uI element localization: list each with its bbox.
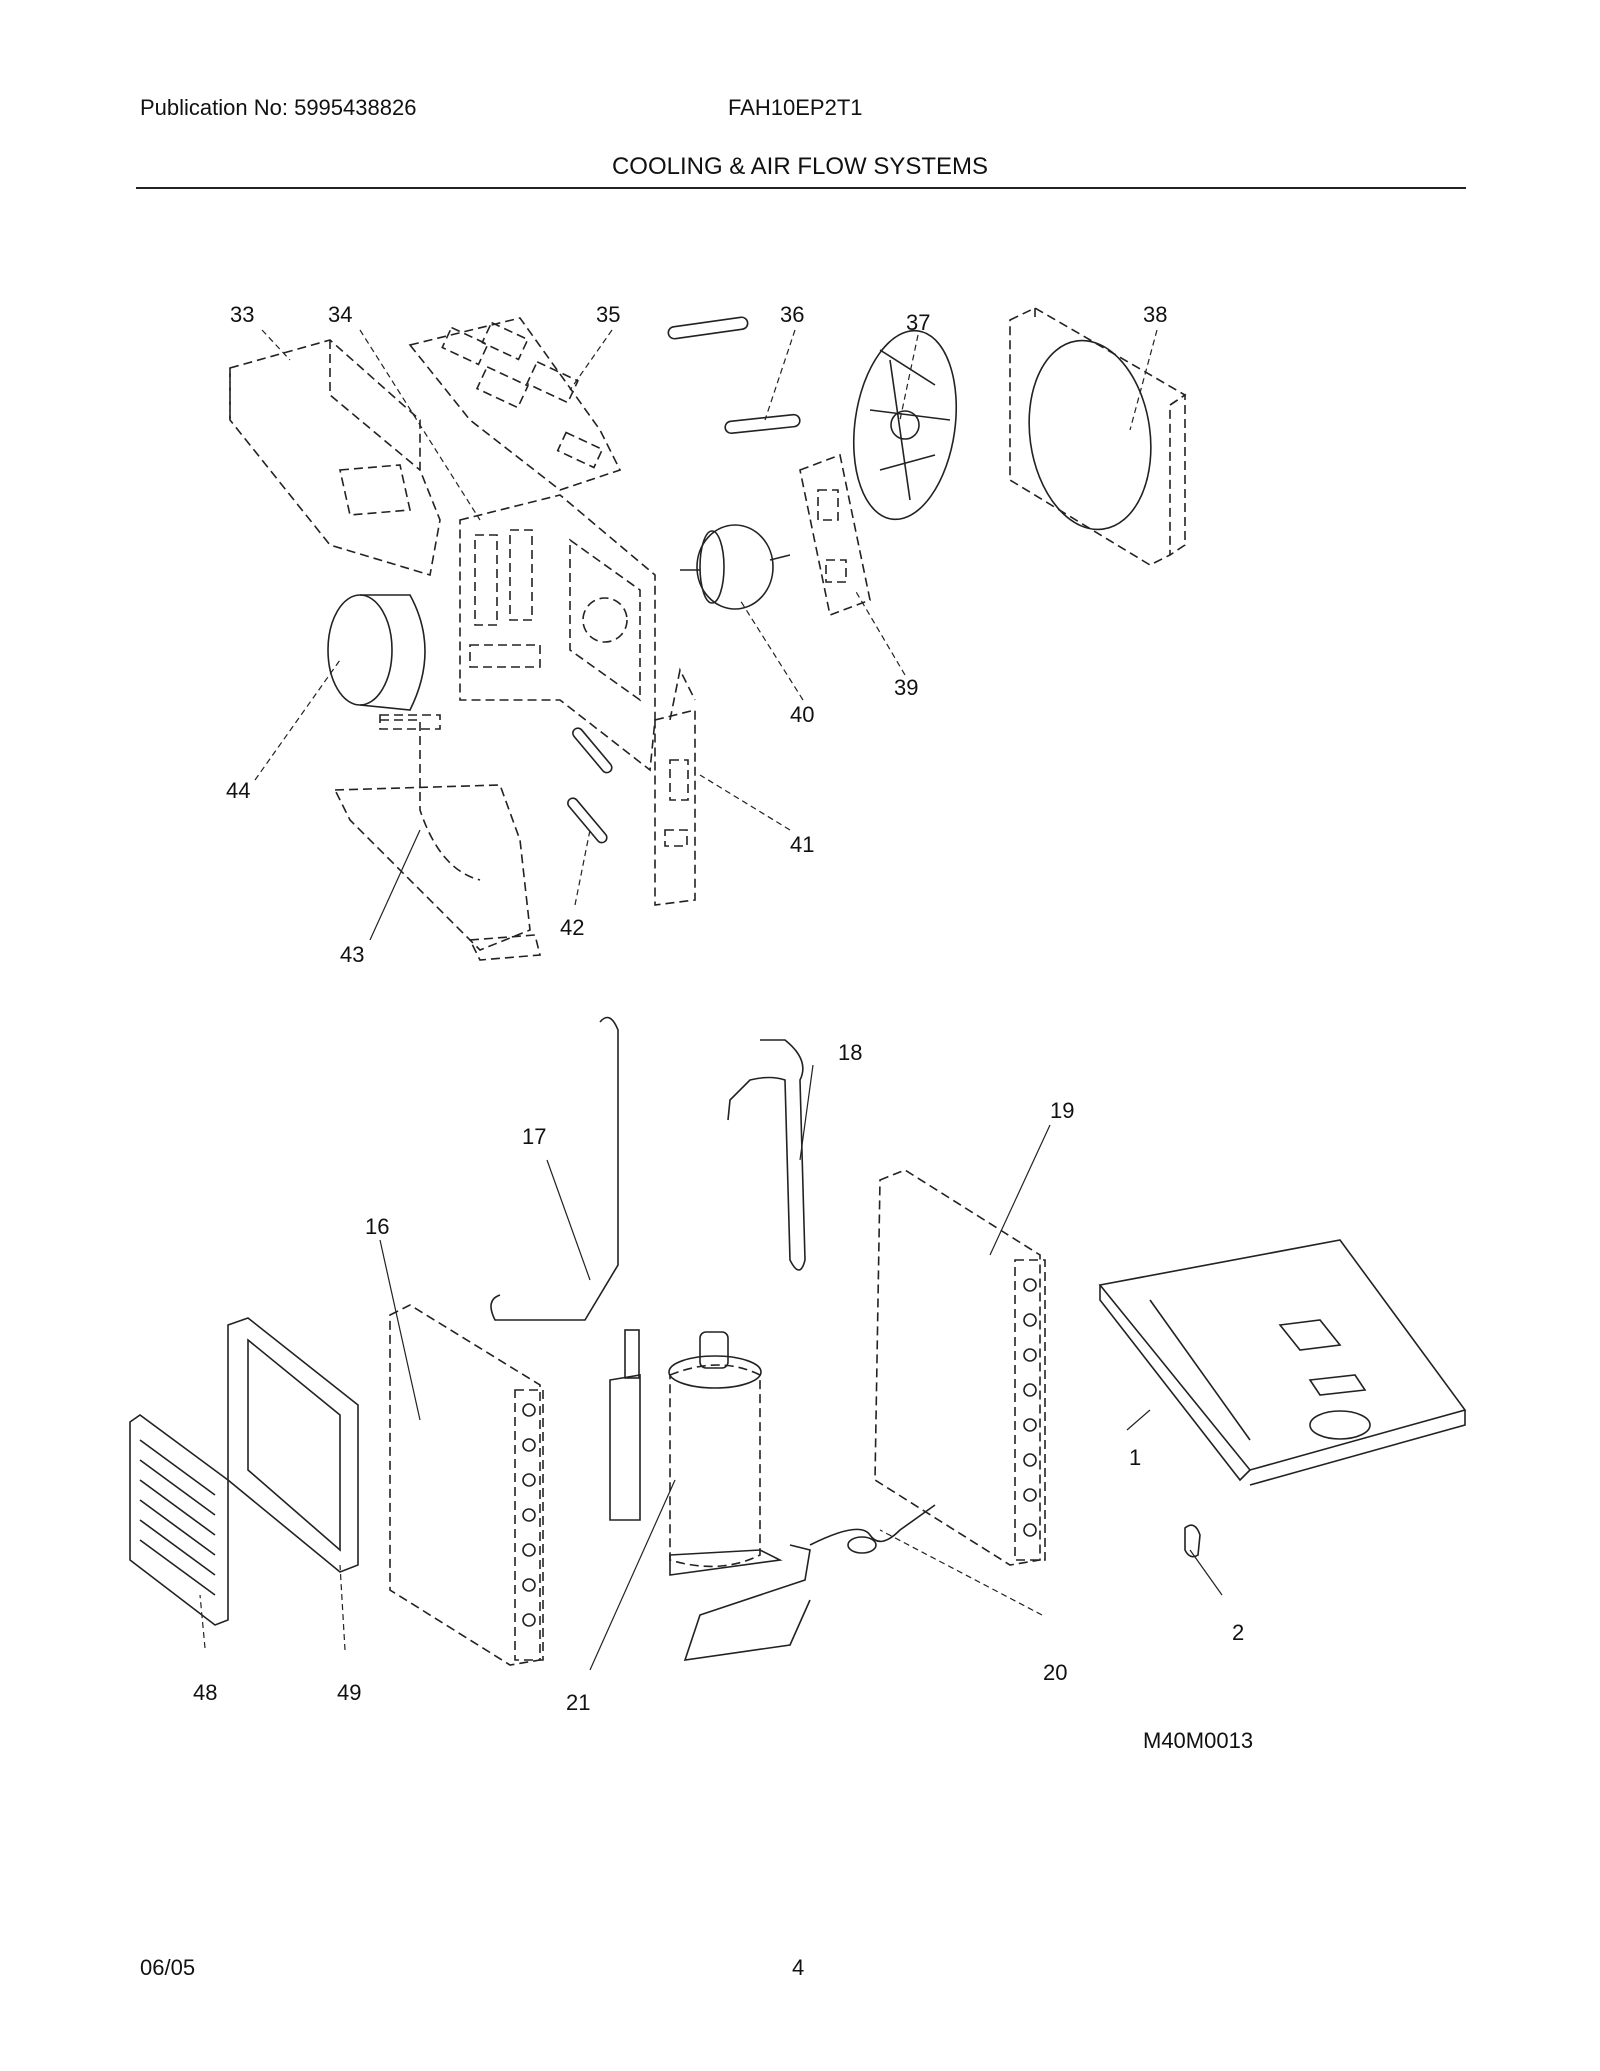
part-16-condenser-coil — [389, 1304, 544, 1666]
part-1-base-pan — [1098, 1239, 1467, 1486]
callout-34: 34 — [328, 302, 352, 327]
callout-37: 37 — [906, 310, 930, 335]
part-2-clip — [1184, 1524, 1201, 1558]
part-34-scroll-panel — [459, 494, 656, 772]
callout-42: 42 — [560, 915, 584, 940]
part-21-compressor — [609, 1329, 811, 1661]
callout-41: 41 — [790, 832, 814, 857]
part-36-heater-rods — [667, 316, 801, 435]
callout-19: 19 — [1050, 1098, 1074, 1123]
callout-36: 36 — [780, 302, 804, 327]
part-42-clips — [567, 727, 613, 844]
part-19-evaporator-coil — [874, 1169, 1046, 1566]
callout-18: 18 — [838, 1040, 862, 1065]
part-49-filter-frame — [227, 1317, 359, 1573]
callout-20: 20 — [1043, 1660, 1067, 1685]
part-41-motor-mount — [654, 667, 696, 906]
callout-43: 43 — [340, 942, 364, 967]
footer-date: 06/05 — [140, 1955, 196, 1980]
part-33-air-duct — [229, 339, 441, 577]
part-40-fan-motor — [680, 524, 791, 610]
callout-48: 48 — [193, 1680, 217, 1705]
publication-number: Publication No: 5995438826 — [140, 95, 417, 120]
part-44-blower-wheel — [327, 594, 426, 711]
callout-40: 40 — [790, 702, 814, 727]
callout-1: 1 — [1129, 1445, 1141, 1470]
part-17-tube — [490, 1016, 619, 1321]
part-48-front-grille — [129, 1414, 229, 1626]
header-rule — [136, 187, 1466, 189]
callout-44: 44 — [226, 778, 250, 803]
leader-lines — [199, 329, 1223, 1671]
callout-16: 16 — [365, 1214, 389, 1239]
callout-49: 49 — [337, 1680, 361, 1705]
callout-33: 33 — [230, 302, 254, 327]
part-18-tube — [727, 1039, 806, 1271]
callout-39: 39 — [894, 675, 918, 700]
callout-17: 17 — [522, 1124, 546, 1149]
section-title: COOLING & AIR FLOW SYSTEMS — [611, 153, 989, 180]
callout-35: 35 — [596, 302, 620, 327]
callout-2: 2 — [1232, 1620, 1244, 1645]
callout-21: 21 — [566, 1690, 590, 1715]
part-43-blower-housing — [333, 714, 542, 961]
part-39-motor-bracket — [799, 453, 871, 617]
model-number: FAH10EP2T1 — [728, 95, 863, 120]
page-number: 4 — [792, 1955, 805, 1980]
part-37-fan-blade — [852, 329, 958, 521]
part-20-overload-wire — [809, 1504, 936, 1554]
diagram-code: M40M0013 — [1143, 1728, 1253, 1753]
part-35-top-plate — [408, 317, 622, 491]
callout-38: 38 — [1143, 302, 1167, 327]
part-38-fan-shroud — [1009, 307, 1187, 566]
